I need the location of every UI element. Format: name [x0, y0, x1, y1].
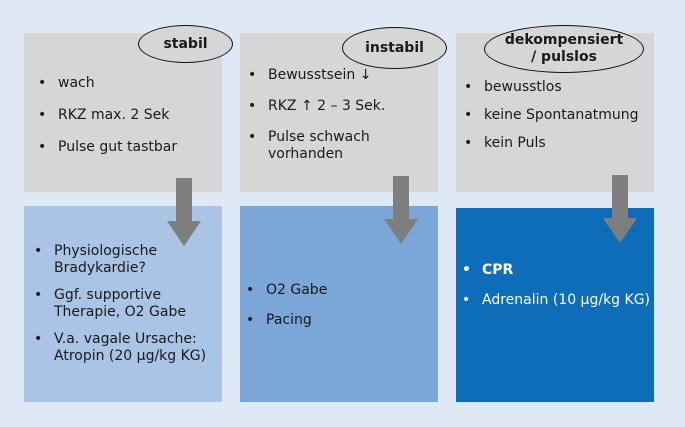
instabil-header: instabil: [342, 27, 447, 69]
list-item: bewusstlos: [462, 79, 650, 96]
stabil-header: stabil: [138, 25, 233, 63]
list-item: Pulse gut tastbar: [36, 139, 216, 156]
list-item: wach: [36, 75, 216, 92]
list-item: kein Puls: [462, 135, 650, 152]
stabil-down-arrow-icon: [167, 178, 201, 246]
list-item: keine Spontanatmung: [462, 107, 650, 124]
dekompensiert-header: dekompensiert / pulslos: [484, 25, 644, 73]
stabil-actions-list: Physiologische Bradykardie? Ggf. support…: [32, 243, 218, 365]
instabil-down-arrow-icon: [384, 176, 418, 244]
instabil-actions-list: O2 Gabe Pacing: [244, 282, 434, 329]
list-item: O2 Gabe: [244, 282, 434, 299]
list-item: Pacing: [244, 312, 434, 329]
list-item: CPR: [460, 262, 650, 279]
list-item: Bewusstsein ↓: [246, 67, 434, 84]
list-item: RKZ max. 2 Sek: [36, 107, 216, 124]
list-item: Physiologische Bradykardie?: [32, 243, 218, 277]
stabil-findings-list: wach RKZ max. 2 Sek Pulse gut tastbar: [36, 75, 216, 156]
list-item: RKZ ↑ 2 – 3 Sek.: [246, 98, 434, 115]
dekompensiert-actions-list: CPR Adrenalin (10 µg/kg KG): [460, 262, 650, 309]
list-item: Pulse schwach vorhanden: [246, 129, 434, 163]
dekompensiert-down-arrow-icon: [603, 175, 637, 243]
list-item: Adrenalin (10 µg/kg KG): [460, 292, 650, 309]
instabil-findings-list: Bewusstsein ↓ RKZ ↑ 2 – 3 Sek. Pulse sch…: [246, 67, 434, 163]
dekompensiert-findings-list: bewusstlos keine Spontanatmung kein Puls: [462, 79, 650, 152]
list-item: V.a. vagale Ursache: Atropin (20 µg/kg K…: [32, 331, 218, 365]
list-item: Ggf. supportive Therapie, O2 Gabe: [32, 287, 218, 321]
